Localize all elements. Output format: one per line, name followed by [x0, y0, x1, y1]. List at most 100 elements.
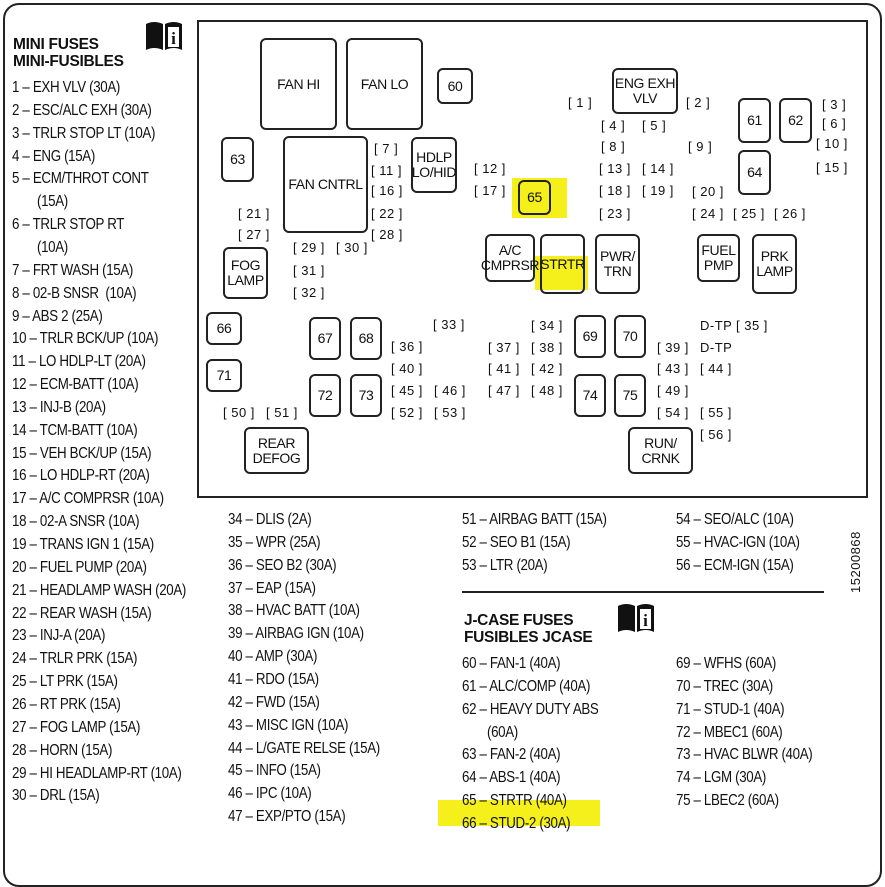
fuse-legend-entry: 42 – FWD (15A): [228, 693, 320, 711]
mini-fuses-title: MINI FUSES: [13, 36, 99, 53]
fuse-legend-entry: 5 – ECM/THROT CONT: [12, 170, 149, 188]
fuse-legend-entry: 51 – AIRBAG BATT (15A): [462, 511, 607, 528]
part-number-text: 15200868: [848, 531, 863, 593]
mini-fuse-33: [ 33 ]: [433, 317, 465, 332]
mini-fuse-20: [ 20 ]: [692, 184, 724, 199]
fuse-legend-entry: 22 – REAR WASH (15A): [12, 604, 152, 622]
fuse-legend-entry: 63 – FAN-2 (40A): [462, 746, 561, 764]
fuse-70: 70: [614, 315, 646, 358]
fuse-legend-entry: 9 – ABS 2 (25A): [12, 307, 103, 325]
mini-fuse-7: [ 7 ]: [374, 141, 399, 156]
fuse-62: 62: [779, 98, 812, 143]
fuse-legend-entry: (15A): [37, 193, 68, 211]
mini-fuse-1: [ 1 ]: [568, 95, 593, 110]
fuse-legend-entry: 61 – ALC/COMP (40A): [462, 677, 591, 695]
fuse-legend-entry: 6 – TRLR STOP RT: [12, 216, 125, 234]
fuse-legend-entry: 29 – HI HEADLAMP-RT (10A): [12, 764, 182, 782]
mini-fuse-24: [ 24 ]: [692, 206, 724, 221]
fuse-legend-entry: 44 – L/GATE RELSE (15A): [228, 739, 380, 757]
fuse-legend-entry: 10 – TRLR BCK/UP (10A): [12, 330, 159, 348]
fuse-legend-entry: 38 – HVAC BATT (10A): [228, 602, 360, 620]
fuse-legend-entry: 24 – TRLR PRK (15A): [12, 650, 138, 668]
mini-fuse-46: [ 46 ]: [434, 383, 466, 398]
mini-fuse-35: [ 35 ]: [736, 318, 768, 333]
mini-fuse-27: [ 27 ]: [238, 227, 270, 242]
fuse-legend-entry: 72 – MBEC1 (60A): [676, 723, 783, 741]
fuse-legend-entry: 12 – ECM-BATT (10A): [12, 376, 139, 394]
mini-fuse-56: [ 56 ]: [700, 427, 732, 442]
jcase-fuses-title: J-CASE FUSES: [464, 612, 574, 629]
fuse-legend-entry: 65 – STRTR (40A): [462, 792, 567, 810]
fuse-74: 74: [574, 374, 606, 417]
fuse-legend-entry: 43 – MISC IGN (10A): [228, 716, 349, 734]
fuse-legend-entry: (10A): [37, 238, 68, 256]
relay-eng-exh-vlv: ENG EXH VLV: [612, 68, 678, 114]
fuse-legend-entry: 36 – SEO B2 (30A): [228, 556, 337, 574]
mini-fuse-53: [ 53 ]: [434, 405, 466, 420]
mini-fuse-55: [ 55 ]: [700, 405, 732, 420]
fuse-64: 64: [738, 150, 771, 195]
fuse-legend-entry: 3 – TRLR STOP LT (10A): [12, 124, 156, 142]
fuse-legend-entry: 66 – STUD-2 (30A): [462, 814, 571, 832]
mini-fuse-17: [ 17 ]: [474, 183, 506, 198]
mini-fuse-8: [ 8 ]: [601, 139, 626, 154]
fuse-legend-entry: 15 – VEH BCK/UP (15A): [12, 444, 152, 462]
relay-ac-cmprsr: A/C CMPRSR: [481, 234, 540, 282]
jcase-fuses-title-fr: FUSIBLES JCASE: [464, 629, 593, 646]
fuse-legend-entry: 40 – AMP (30A): [228, 648, 318, 666]
relay-prk-lamp: PRK LAMP: [752, 234, 797, 294]
fuse-75: 75: [614, 374, 646, 417]
fuse-legend-entry: 19 – TRANS IGN 1 (15A): [12, 536, 154, 553]
mini-fuse-18: [ 18 ]: [599, 183, 631, 198]
mini-fuse-51: [ 51 ]: [266, 405, 298, 420]
fuse-65: 65: [518, 180, 551, 215]
mini-fuse-49: [ 49 ]: [657, 383, 689, 398]
mini-fuse-36: [ 36 ]: [391, 339, 423, 354]
manual-book-icon: i: [618, 604, 654, 632]
fuse-legend-entry: 30 – DRL (15A): [12, 787, 100, 805]
mini-fuse-44: [ 44 ]: [700, 361, 732, 376]
relay-fuel-pmp: FUEL PMP: [697, 234, 740, 282]
part-number: 15200868: [848, 513, 868, 593]
relay-rear-defog: REAR DEFOG: [244, 427, 309, 474]
fuse-63: 63: [221, 137, 254, 182]
mini-fuse-40: [ 40 ]: [391, 361, 423, 376]
relay-hdlp-lo-hid: HDLP LO/HID: [411, 137, 457, 193]
fuse-legend-entry: 39 – AIRBAG IGN (10A): [228, 625, 364, 643]
fuse-legend-entry: 13 – INJ-B (20A): [12, 398, 106, 416]
mini-fuse-26: [ 26 ]: [774, 206, 806, 221]
mini-fuse-12: [ 12 ]: [474, 161, 506, 176]
highlight-strtr-relay: [535, 256, 588, 290]
fuse-legend-entry: 73 – HVAC BLWR (40A): [676, 746, 813, 764]
mini-fuse-38: [ 38 ]: [531, 340, 563, 355]
mini-fuse-2: [ 2 ]: [686, 95, 711, 110]
fuse-legend-entry: 1 – EXH VLV (30A): [12, 79, 121, 96]
fuse-legend-entry: 47 – EXP/PTO (15A): [228, 808, 346, 826]
fuse-legend-entry: 41 – RDO (15A): [228, 670, 319, 688]
fuse-66: 66: [206, 312, 242, 345]
mini-fuse-dtp-1: D-TP: [700, 318, 733, 333]
mini-fuse-42: [ 42 ]: [531, 361, 563, 376]
mini-fuse-dtp-2: D-TP: [700, 340, 733, 355]
relay-fan-cntrl: FAN CNTRL: [283, 136, 368, 233]
fuse-legend-entry: 46 – IPC (10A): [228, 785, 312, 803]
highlight-65-legend: [438, 800, 600, 826]
mini-fuses-title-fr: MINI-FUSIBLES: [13, 53, 124, 70]
relay-run-crnk: RUN/ CRNK: [628, 427, 693, 474]
fuse-legend-entry: 26 – RT PRK (15A): [12, 695, 121, 713]
mini-fuse-13: [ 13 ]: [599, 161, 631, 176]
mini-fuse-21: [ 21 ]: [238, 206, 270, 221]
mini-fuse-41: [ 41 ]: [488, 361, 520, 376]
mini-fuse-4: [ 4 ]: [601, 118, 626, 133]
fuse-legend-entry: 20 – FUEL PUMP (20A): [12, 558, 147, 576]
fuse-legend-entry: 35 – WPR (25A): [228, 533, 321, 551]
fuse-legend-entry: 64 – ABS-1 (40A): [462, 769, 561, 787]
fuse-legend-entry: 25 – LT PRK (15A): [12, 673, 118, 691]
fuse-legend-entry: 14 – TCM-BATT (10A): [12, 421, 138, 439]
mini-fuse-19: [ 19 ]: [642, 183, 674, 198]
mini-fuse-48: [ 48 ]: [531, 383, 563, 398]
mini-fuse-9: [ 9 ]: [688, 139, 713, 154]
mini-fuse-45: [ 45 ]: [391, 383, 423, 398]
relay-fog-lamp: FOG LAMP: [223, 247, 268, 299]
fuse-legend-entry: 28 – HORN (15A): [12, 741, 113, 759]
